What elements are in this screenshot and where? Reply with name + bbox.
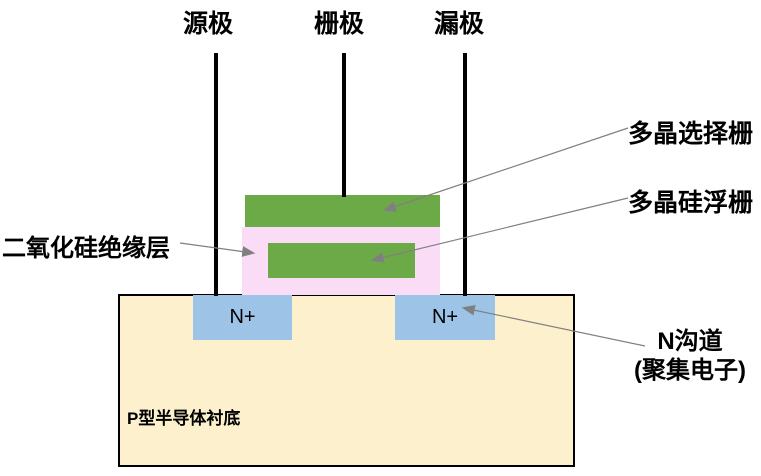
select-gate-callout-label: 多晶选择栅 xyxy=(628,120,754,148)
drain-wire xyxy=(463,53,467,296)
source-wire xyxy=(214,53,218,296)
n-channel-callout-label: N沟道 (聚集电子) xyxy=(628,328,752,386)
gate-electrode-label: 栅极 xyxy=(314,10,365,38)
n-plus-drain-label: N+ xyxy=(431,306,459,328)
poly-floating-gate-region xyxy=(268,243,415,278)
p-substrate-label: P型半导体衬底 xyxy=(127,409,241,428)
n-plus-source-label: N+ xyxy=(229,306,256,328)
source-electrode-label: 源极 xyxy=(183,10,234,38)
drain-electrode-label: 漏极 xyxy=(434,10,485,38)
n-plus-drain-region: N+ xyxy=(395,295,495,340)
n-channel-callout-line2: (聚集电子) xyxy=(634,356,746,384)
oxide-callout-label: 二氧化硅绝缘层 xyxy=(2,235,170,262)
floating-gate-callout-label: 多晶硅浮栅 xyxy=(628,189,754,217)
p-substrate-region: P型半导体衬底 xyxy=(118,294,575,467)
n-channel-callout-line1: N沟道 xyxy=(657,328,723,355)
poly-select-gate-region xyxy=(245,195,440,227)
n-plus-source-region: N+ xyxy=(193,295,292,340)
gate-wire xyxy=(342,53,346,197)
